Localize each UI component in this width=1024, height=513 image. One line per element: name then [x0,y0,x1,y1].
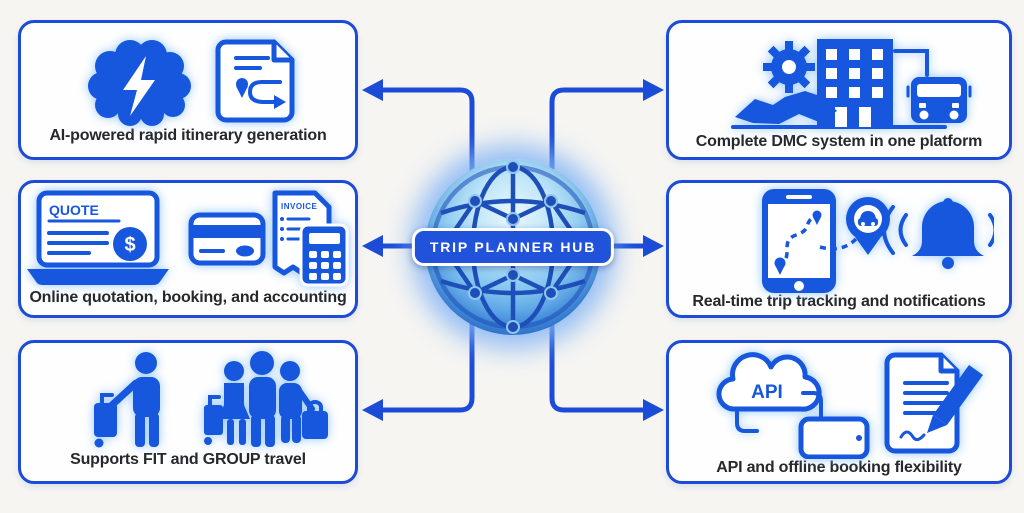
arrowhead-bottom-right [643,399,664,421]
feature-box-dmc: Complete DMC system in one platform [666,20,1012,160]
invoice-calculator-icon: INVOICE [272,190,349,287]
gear-icon [763,41,815,93]
arrowhead-bottom-left [362,399,383,421]
feature-box-quotation: QUOTE $ INVOICE [18,180,358,318]
api-cloud-icon: API [716,352,983,459]
connector-bottom-right [549,322,644,413]
feature-label: API and offline booking flexibility [716,459,962,476]
signed-document-icon [884,352,983,454]
phone-route-icon [762,189,994,293]
itinerary-document-icon [215,39,295,123]
feature-box-tracking: Real-time trip tracking and notification… [666,180,1012,318]
feature-label: Complete DMC system in one platform [695,133,983,150]
feature-box-api: API API and offline booking flexibility [666,340,1012,484]
feature-label: Online quotation, booking, and accountin… [29,289,347,306]
feature-box-ai-itinerary: AI-powered rapid itinerary generation [18,20,358,160]
quote-text: QUOTE [49,202,99,218]
group-travelers-icon [204,351,328,447]
connector-bottom-left [382,322,475,413]
feature-box-fit-group: Supports FIT and GROUP travel [18,340,358,484]
arrowhead-top-left [362,79,383,101]
arrowhead-mid-right [643,235,664,257]
feature-label: AI-powered rapid itinerary generation [49,127,327,144]
car-pin-icon [846,197,890,255]
hub-badge: TRIP PLANNER HUB [411,228,615,266]
notification-bell-icon [882,198,994,269]
handshake-icon [735,91,837,124]
quote-laptop-icon: QUOTE $ INVOICE [27,190,349,287]
credit-card-icon [188,212,266,266]
feature-label: Real-time trip tracking and notification… [692,293,986,310]
arrowhead-mid-left [362,235,383,257]
invoice-text: INVOICE [281,202,318,211]
tablet-icon [798,416,870,459]
ai-brain-icon [88,39,295,126]
bus-icon [906,77,972,123]
building-icon [731,39,972,129]
dollar-text: $ [124,234,135,256]
feature-label: Supports FIT and GROUP travel [70,451,306,468]
api-text: API [751,382,783,403]
trip-planner-hub: TRIP PLANNER HUB [411,159,615,335]
solo-traveler-icon [94,351,328,448]
arrowhead-top-right [643,79,664,101]
